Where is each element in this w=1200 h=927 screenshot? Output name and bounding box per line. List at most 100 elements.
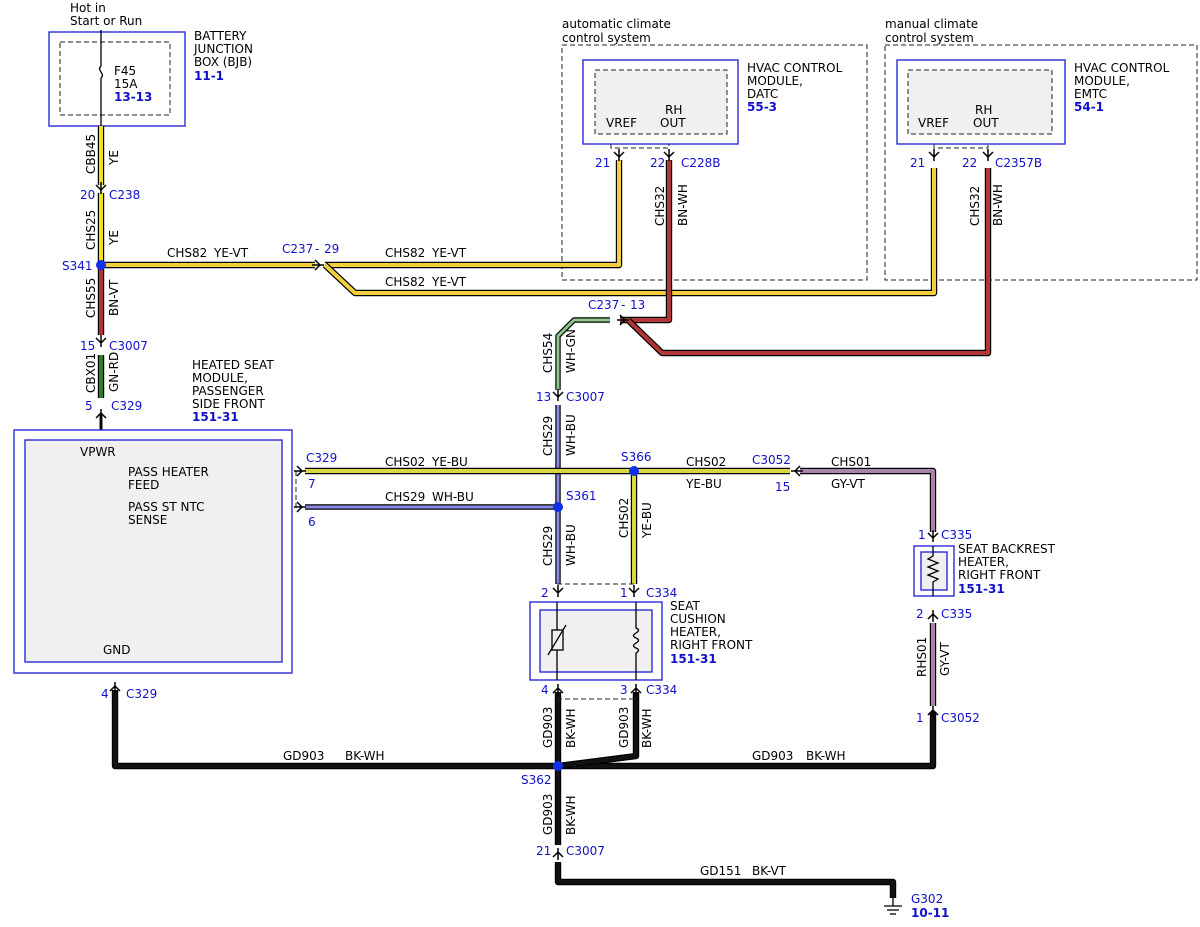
splice-s366: S366 — [621, 450, 652, 476]
wire-chs32-datc — [620, 160, 671, 322]
emtc-vref: VREF — [918, 116, 949, 130]
hsm-gnd: GND — [103, 643, 131, 657]
cushion-label-1: SEAT — [670, 599, 700, 613]
emtc-label-2: MODULE, — [1074, 74, 1130, 88]
datc-rh-marker — [663, 149, 675, 161]
c334-pin-1: 1 — [620, 586, 628, 600]
datc-inner — [595, 70, 727, 134]
bjb-box — [48, 31, 186, 127]
wire-rhs01-id: RHS01 — [915, 637, 929, 677]
wire-gd903-left-id: GD903 — [541, 707, 555, 748]
datc-rh: RH — [665, 103, 682, 117]
emtc-label-1: HVAC CONTROL — [1074, 61, 1170, 75]
backrest-label-1: SEAT BACKREST — [958, 542, 1056, 556]
c334-pin1-marker — [628, 585, 640, 597]
fuse-id: F45 — [114, 64, 136, 78]
c237-b-dash: - — [621, 298, 625, 312]
wire-chs54-color: WH-GN — [564, 329, 578, 373]
c334-top-label: C334 — [646, 586, 677, 600]
bjb-ref: 11-1 — [194, 69, 224, 83]
datc-connector: C228B — [681, 156, 721, 170]
wire-gd903-right-color: BK-WH — [640, 708, 654, 748]
c335-bot-pin: 2 — [916, 607, 924, 621]
hsm-label-4: SIDE FRONT — [192, 397, 265, 411]
splice-s341: S341 — [62, 259, 106, 273]
wire-chs32-datc-color: BN-WH — [676, 184, 690, 226]
c3007-mid-label: C3007 — [566, 390, 605, 404]
emtc-pin-rh: 22 — [962, 156, 977, 170]
wire-chs82-to-emtc — [323, 168, 936, 295]
c238-label: C238 — [109, 188, 140, 202]
c335-top-marker — [927, 530, 939, 542]
wire-chs54 — [556, 318, 610, 390]
splice-s362: S362 — [521, 761, 563, 787]
wire-layer — [97, 126, 992, 898]
wire-chs02-b-color: YE-BU — [685, 477, 722, 491]
fuse-icon — [98, 30, 104, 126]
bjb-label-1: BATTERY — [194, 29, 247, 43]
manual-climate-label-1: manual climate — [885, 17, 978, 31]
wire-chs02-vert-id: CHS02 — [617, 498, 631, 538]
wire-chs29-lower-id: CHS29 — [541, 526, 555, 566]
datc-pin-vref: 21 — [595, 156, 610, 170]
bjb-label-3: BOX (BJB) — [194, 55, 252, 69]
wire-chs29-upper-color: WH-BU — [564, 414, 578, 456]
emtc-box — [896, 59, 1066, 145]
cushion-label-3: HEATER, — [670, 625, 721, 639]
wire-gd903-left-outline — [111, 690, 558, 770]
wire-chs29-lower-color: WH-BU — [564, 524, 578, 566]
c3007-bot-marker — [552, 848, 564, 860]
datc-inner-dash — [594, 69, 728, 135]
c3007-mid-pin: 13 — [536, 390, 551, 404]
emtc-jumper — [933, 144, 989, 149]
emtc-label-3: EMTC — [1074, 87, 1107, 101]
c3052-top-pin: 15 — [775, 480, 790, 494]
wire-chs82-b-color: YE-VT — [431, 246, 467, 260]
connector-markers — [95, 149, 994, 860]
c334-pin-2: 2 — [541, 586, 549, 600]
c329-gnd-label: C329 — [126, 687, 157, 701]
wire-chs29-h-color: WH-BU — [432, 490, 474, 504]
splice-s362-label: S362 — [521, 773, 552, 787]
wire-rhs01-color: GY-VT — [938, 642, 952, 676]
splice-s361: S361 — [553, 489, 597, 512]
c329-gnd-pin: 4 — [101, 687, 109, 701]
manual-climate-group-outline — [884, 44, 1198, 281]
wire-gd903-left-color: BK-WH — [564, 708, 578, 748]
wire-gd903-down-id: GD903 — [541, 794, 555, 835]
wire-chs32-datc-id: CHS32 — [653, 186, 667, 226]
c3007-top-pin: 15 — [80, 339, 95, 353]
datc-out: OUT — [660, 116, 686, 130]
emtc-vref-marker — [928, 149, 940, 161]
emtc-inner-dash — [907, 69, 1053, 135]
wire-chs82-a-color: YE-VT — [213, 246, 249, 260]
wire-gd151 — [556, 862, 895, 898]
datc-vref: VREF — [606, 116, 637, 130]
c329-sense-marker — [294, 501, 306, 513]
hsm-inner — [24, 439, 283, 663]
hsm-feed-1: PASS HEATER — [128, 465, 209, 479]
wire-chs54-id: CHS54 — [541, 333, 555, 373]
c334-pin-3: 3 — [620, 683, 628, 697]
c334-pin-4: 4 — [541, 683, 549, 697]
wire-chs82-to-datc-outline — [325, 160, 623, 269]
c3007-bot-label: C3007 — [566, 844, 605, 858]
wire-chs25-color: YE — [107, 230, 121, 246]
c329-top-marker — [95, 409, 107, 421]
wire-chs29-h-id: CHS29 — [385, 490, 425, 504]
wire-chs02-b-id: CHS02 — [686, 455, 726, 469]
wire-chs55-id: CHS55 — [84, 278, 98, 318]
hsm-sense-1: PASS ST NTC — [128, 500, 204, 514]
wire-gd903-left — [113, 690, 558, 768]
c329-top-pin: 5 — [85, 399, 93, 413]
wire-chs82-b-id: CHS82 — [385, 246, 425, 260]
splice-dot — [629, 466, 639, 476]
wire-gd151-id: GD151 — [700, 864, 741, 878]
cushion-ref: 151-31 — [670, 652, 717, 666]
wire-chs32-emtc-color: BN-WH — [991, 184, 1005, 226]
fuse-amp: 15A — [114, 77, 138, 91]
cushion-box — [529, 601, 663, 681]
splice-dot — [553, 502, 563, 512]
splice-dot — [96, 260, 106, 270]
